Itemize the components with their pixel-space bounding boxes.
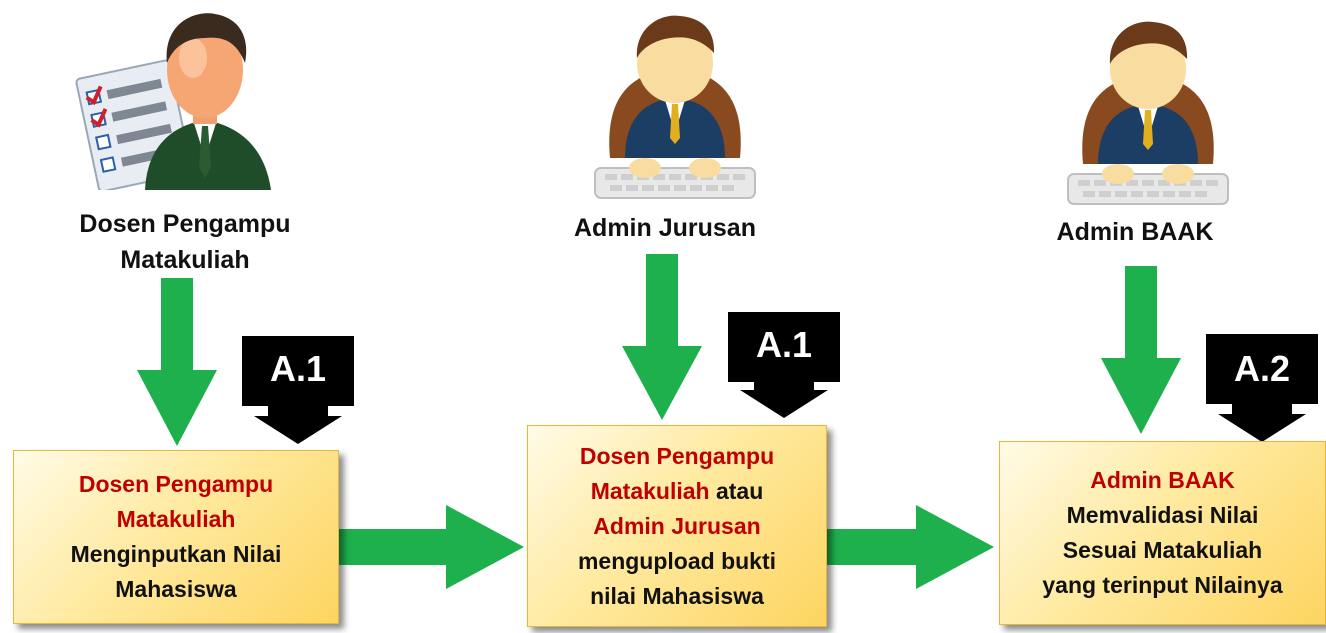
badge-label: A.1 — [755, 324, 813, 365]
badge-label: A.2 — [1233, 348, 1291, 389]
process-box-validasi: Admin BAAK Memvalidasi Nilai Sesuai Mata… — [999, 441, 1326, 625]
box-mixed-line: Matakuliah atau — [591, 474, 764, 509]
box-text-line: mengupload bukti — [577, 547, 777, 574]
box-text-line: Mahasiswa — [115, 576, 237, 602]
box-role-line: Dosen Pengampu — [78, 471, 274, 497]
process-box-upload-bukti: Dosen Pengampu Matakuliah atau Admin Jur… — [527, 425, 827, 627]
badge-shape — [242, 336, 354, 444]
down-arrow-icon — [137, 278, 217, 446]
actor-label-line: Admin BAAK — [1056, 218, 1214, 246]
right-arrow-icon — [338, 505, 524, 589]
actor-label-line: Dosen Pengampu — [79, 210, 291, 238]
process-box-input-nilai: Dosen Pengampu Matakuliah Menginputkan N… — [13, 450, 339, 624]
actor-label-dosen: Dosen Pengampu Matakuliah — [40, 206, 330, 278]
step-badge: A.2 — [1206, 334, 1318, 442]
box-role-line: Dosen Pengampu — [579, 442, 775, 469]
down-arrow-icon — [622, 254, 702, 420]
right-arrow-icon — [824, 505, 994, 589]
admin-computer-icon — [594, 15, 756, 199]
box-text-line: yang terinput Nilainya — [1042, 572, 1283, 598]
actor-label-line: Matakuliah — [120, 246, 250, 274]
box-text-line: Memvalidasi Nilai — [1066, 502, 1259, 528]
box-text-fragment: atau — [709, 477, 764, 504]
badge-shape — [1206, 334, 1318, 442]
box-role-line: Admin Jurusan — [593, 512, 761, 539]
box-text-line: Sesuai Matakuliah — [1062, 537, 1263, 563]
badge-label: A.1 — [269, 348, 327, 389]
box-text-line: Menginputkan Nilai — [70, 541, 282, 567]
step-badge: A.1 — [242, 336, 354, 444]
actor-label-line: Admin Jurusan — [574, 214, 756, 242]
step-badge: A.1 — [728, 312, 840, 418]
actor-label-admin-jurusan: Admin Jurusan — [540, 210, 790, 246]
actor-label-admin-baak: Admin BAAK — [1020, 214, 1250, 250]
admin-computer-icon — [1067, 21, 1229, 205]
box-role-line: Admin BAAK — [1090, 467, 1235, 493]
badge-shape — [728, 312, 840, 418]
down-arrow-icon — [1101, 266, 1181, 434]
box-role-fragment: Matakuliah — [590, 477, 710, 504]
box-role-line: Matakuliah — [116, 506, 236, 532]
teacher-icon — [75, 13, 271, 190]
box-text-line: nilai Mahasiswa — [590, 582, 764, 609]
